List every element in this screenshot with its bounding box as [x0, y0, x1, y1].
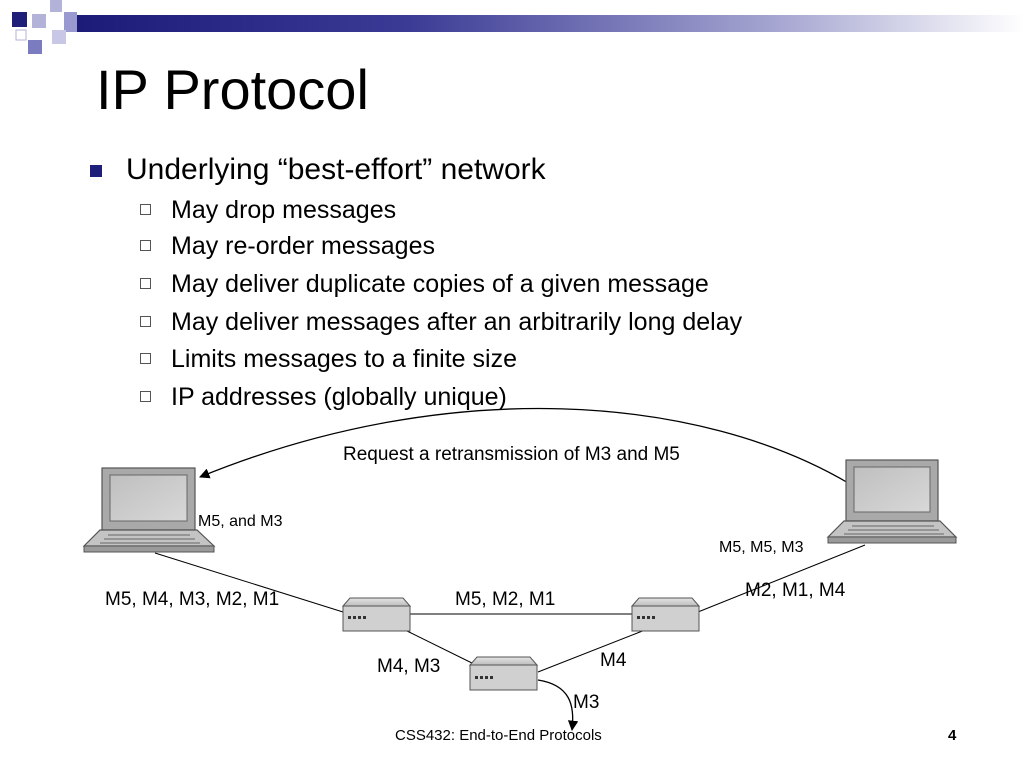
right-host-sent-label: M5, M5, M3 [719, 539, 804, 556]
main-bullet-text: Underlying “best-effort” network [126, 153, 546, 186]
retransmission-request-label: Request a retransmission of M3 and M5 [343, 444, 680, 465]
hollow-square-icon [140, 240, 151, 251]
page-number: 4 [948, 727, 957, 744]
sub-bullet-text: May deliver duplicate copies of a given … [171, 270, 709, 298]
sub-bullet-text: May re-order messages [171, 232, 435, 260]
sub-bullet-text: May deliver messages after an arbitraril… [171, 308, 743, 336]
link-left-host-to-router [154, 552, 344, 613]
retransmission-request-arrow [199, 407, 851, 485]
hollow-square-icon [140, 316, 151, 327]
footer-text: CSS432: End-to-End Protocols [395, 727, 602, 744]
slide-title: IP Protocol [96, 58, 369, 121]
lower-left-link-label: M4, M3 [377, 656, 441, 677]
sub-bullet-text: Limits messages to a finite size [171, 345, 517, 373]
lower-right-link-label: M4 [600, 650, 627, 671]
link-bottom-router-to-right-router [537, 629, 646, 673]
hollow-square-icon [140, 353, 151, 364]
dropped-message-label: M3 [573, 692, 600, 713]
router-right-icon [630, 597, 701, 632]
sub-bullet-text: IP addresses (globally unique) [171, 383, 507, 411]
hollow-square-icon [140, 391, 151, 402]
title-bar-decoration [77, 15, 1024, 32]
middle-link-label: M5, M2, M1 [455, 589, 556, 610]
link-router-to-right-host [697, 544, 866, 613]
left-host-received-label: M5, and M3 [198, 513, 283, 530]
left-host-laptop-icon [82, 467, 216, 553]
right-host-laptop-icon [826, 459, 958, 544]
hollow-square-icon [140, 278, 151, 289]
router-left-icon [341, 597, 412, 632]
link-left-router-to-bottom-router [404, 629, 479, 667]
left-link-label: M5, M4, M3, M2, M1 [105, 589, 280, 610]
hollow-square-icon [140, 204, 151, 215]
sub-bullet-text: May drop messages [171, 196, 397, 224]
router-bottom-icon [468, 656, 539, 691]
right-link-label: M2, M1, M4 [745, 580, 846, 601]
bullet-square-icon [90, 165, 102, 177]
dropped-message-arrow [537, 679, 579, 732]
network-links [154, 544, 866, 673]
corner-decoration [12, 0, 77, 54]
